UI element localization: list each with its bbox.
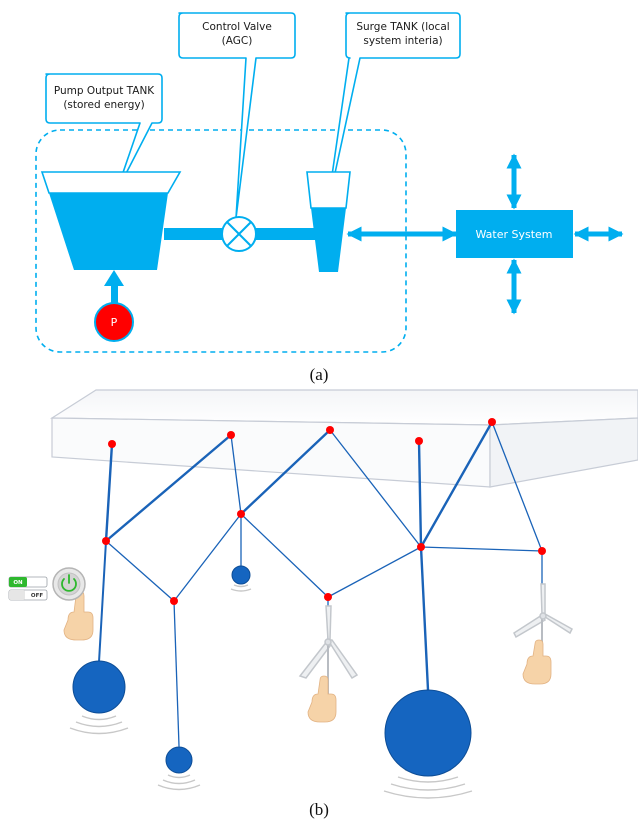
plant-boundary bbox=[35, 129, 407, 353]
masses bbox=[72, 565, 472, 777]
panel-b: ON OFF (b) bbox=[8, 389, 638, 819]
water-system-box: Water System bbox=[456, 210, 573, 258]
hanging-mass bbox=[165, 746, 193, 774]
joint-node bbox=[102, 537, 110, 545]
wind-turbine-icon bbox=[298, 605, 359, 700]
toggle-on-label: ON bbox=[13, 580, 23, 586]
power-button-icon[interactable] bbox=[52, 567, 86, 601]
joint-node bbox=[326, 426, 334, 434]
joint-node bbox=[324, 593, 332, 601]
hanging-mass bbox=[231, 565, 251, 585]
pump-flow-arrow bbox=[104, 270, 124, 304]
joint-nodes bbox=[102, 418, 546, 605]
hand-icon bbox=[307, 675, 337, 723]
callout-pump-tank: Pump Output TANK (stored energy) bbox=[45, 73, 163, 194]
hand-icon bbox=[522, 639, 552, 685]
callout-line: Surge TANK (local bbox=[356, 21, 449, 33]
callout-surge-tank: Surge TANK (local system interia) bbox=[326, 12, 461, 211]
hanging-mass bbox=[72, 660, 126, 714]
joint-node bbox=[415, 437, 423, 445]
hanging-mass bbox=[384, 689, 472, 777]
callout-line: Control Valve bbox=[202, 21, 272, 33]
joint-node bbox=[538, 547, 546, 555]
callout-line: Pump Output TANK bbox=[54, 85, 155, 97]
control-valve-icon bbox=[221, 216, 257, 252]
wind-turbine-icon bbox=[513, 583, 573, 650]
joint-node bbox=[227, 431, 235, 439]
callout-line: (stored energy) bbox=[63, 99, 144, 111]
surge-tank bbox=[306, 171, 351, 272]
toggle-off-label: OFF bbox=[31, 593, 43, 599]
panel-a-caption: (a) bbox=[310, 365, 329, 384]
joint-node bbox=[170, 597, 178, 605]
pump-label: P bbox=[111, 316, 118, 329]
pump: P bbox=[94, 302, 134, 342]
joint-node bbox=[108, 440, 116, 448]
callout-line: system interia) bbox=[363, 35, 442, 47]
joint-node bbox=[237, 510, 245, 518]
callout-control-valve: Control Valve (AGC) bbox=[178, 12, 296, 219]
panel-a: Control Valve (AGC) Surge TANK (local sy… bbox=[35, 12, 624, 384]
water-system-label: Water System bbox=[475, 228, 552, 241]
callout-line: (AGC) bbox=[222, 35, 253, 47]
panel-b-caption: (b) bbox=[309, 800, 329, 819]
pump-output-tank bbox=[40, 171, 182, 270]
ceiling-slab bbox=[49, 389, 638, 488]
on-off-switch[interactable]: ON OFF bbox=[8, 576, 48, 601]
pipe-tank-to-valve bbox=[164, 228, 222, 240]
spring-network bbox=[98, 420, 543, 747]
joint-node bbox=[488, 418, 496, 426]
joint-node bbox=[417, 543, 425, 551]
pipe-valve-to-surge bbox=[256, 228, 316, 240]
